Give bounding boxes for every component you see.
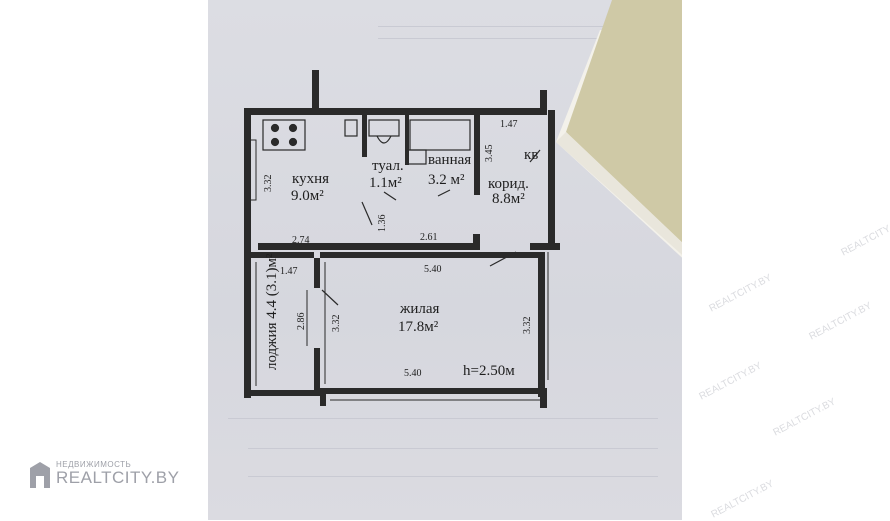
dim-living-left: 3.32 [331, 315, 342, 333]
dim-living-top: 5.40 [424, 264, 442, 275]
toilet-bowl-icon [376, 135, 392, 144]
dim-loggia-top: 1.47 [280, 266, 298, 277]
toilet-tank-icon [368, 119, 400, 137]
faint-print-line [378, 26, 618, 27]
right-margin [682, 0, 890, 520]
dim-living-right: 3.32 [522, 317, 533, 335]
washbasin-icon [407, 149, 427, 165]
burner-icon [270, 137, 280, 147]
fixtures [262, 119, 471, 165]
living-area: 17.8м² [398, 319, 439, 335]
door-swings [321, 149, 541, 306]
closet-name: кв [524, 147, 538, 163]
door-swing [489, 251, 517, 267]
corridor-area: 8.8м² [492, 191, 525, 207]
dim-kitchen-bottom: 2.74 [292, 235, 310, 246]
watermark-brand: REALTCITY.BY [56, 468, 180, 487]
burner-icon [288, 137, 298, 147]
faint-print-line [248, 476, 658, 477]
ceiling-height: h=2.50м [463, 363, 515, 379]
dim-corridor-top: 1.47 [500, 119, 518, 130]
bathroom-area: 3.2 м² [428, 172, 465, 188]
watermark-subtitle: НЕДВИЖИМОСТЬ [56, 460, 132, 469]
dim-living-bottom: 5.40 [404, 368, 422, 379]
faint-print-line [228, 418, 658, 419]
dim-kitchen-door: 1.36 [377, 215, 388, 233]
dim-kitchen-left: 3.32 [263, 175, 274, 193]
door-swing [529, 149, 541, 163]
note-card [556, 0, 700, 268]
door-swing [361, 201, 373, 226]
stove-icon [262, 119, 306, 151]
thin-lines [249, 139, 549, 401]
door-swing [321, 289, 339, 306]
bathtub-icon [409, 119, 471, 151]
kitchen-name: кухня [292, 171, 329, 187]
kitchen-sink-icon [344, 119, 358, 137]
house-logo-icon [30, 462, 50, 488]
burner-icon [270, 123, 280, 133]
door-swing [383, 191, 397, 201]
burner-icon [288, 123, 298, 133]
bathroom-name: ванная [428, 152, 471, 168]
corridor-name: корид. [488, 176, 529, 192]
faint-print-line [248, 448, 658, 449]
dim-corridor-side: 3.45 [484, 145, 495, 163]
dim-corridor-bottom: 2.61 [420, 232, 438, 243]
toilet-name: туал. [372, 158, 404, 174]
faint-print-line [378, 38, 598, 39]
kitchen-area: 9.0м² [291, 188, 324, 204]
walls [244, 70, 560, 408]
dim-loggia-depth: 2.86 [296, 313, 307, 331]
toilet-area: 1.1м² [369, 175, 402, 191]
living-name: жилая [399, 301, 440, 317]
loggia-label: лоджия 4.4 (3.1)м² [264, 253, 280, 370]
door-swing [437, 189, 451, 197]
